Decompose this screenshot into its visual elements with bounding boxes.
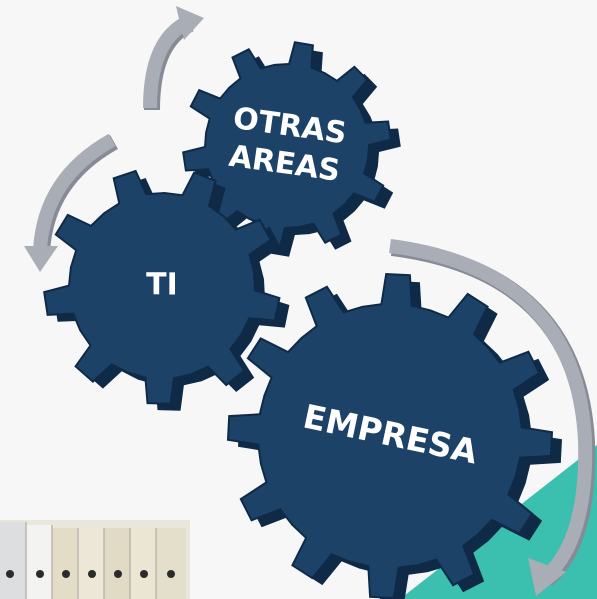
cycle-arrows: [24, 6, 596, 596]
arrow-top-icon: [143, 6, 204, 111]
gear-empresa: EMPRESA: [226, 272, 562, 599]
arrow-left-icon: [24, 133, 118, 272]
arrow-right-icon: [389, 239, 596, 596]
binder-shelf-image: [0, 520, 190, 599]
gear-label-ti-1: TI: [146, 268, 178, 303]
gear-ti: TI: [43, 169, 290, 411]
gear-face-shape: [43, 169, 281, 405]
gear-face-shape: [226, 272, 554, 599]
